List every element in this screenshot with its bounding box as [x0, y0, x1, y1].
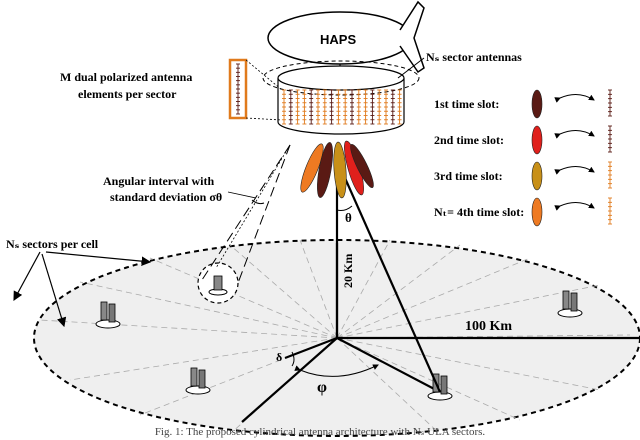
antenna-element [608, 197, 612, 225]
antenna-element [397, 89, 402, 125]
antenna-element [377, 89, 382, 125]
antenna-elements [282, 89, 402, 125]
antenna-element [608, 161, 612, 189]
beam [350, 144, 374, 188]
time-slot-row: 1st time slot: [434, 89, 612, 119]
beam [333, 141, 347, 199]
antenna-element [363, 89, 368, 125]
sectors-arrows [13, 251, 152, 328]
element-column-zoom [228, 58, 283, 121]
time-slot-beam [531, 89, 543, 119]
sector-antennas-pointer [397, 57, 425, 79]
haps-label: HAPS [320, 32, 356, 47]
phi-arc [294, 364, 379, 377]
user-terminal [557, 290, 583, 318]
figure-caption: Fig. 1: The proposed cylindrical antenna… [154, 426, 486, 438]
antenna-element [236, 63, 240, 115]
sectors-per-cell-label: Nₛ sectors per cell [6, 237, 99, 251]
time-slot-beam [531, 197, 543, 227]
time-slot-label: 2nd time slot: [434, 133, 504, 147]
radius-label: 100 Km [465, 319, 512, 334]
time-slot-row: 3rd time slot: [434, 161, 612, 191]
user-terminal [95, 301, 121, 329]
time-slots-legend: 1st time slot: 2nd time slot: 3rd time slo… [434, 89, 612, 227]
angular-label-2: standard deviation σθ [110, 190, 222, 204]
dual-pol-label-2: elements per sector [78, 87, 177, 101]
antenna-element [322, 89, 327, 125]
time-slot-arrow [554, 202, 595, 211]
sector-antennas-label: Nₛ sector antennas [426, 50, 522, 64]
antenna-element [608, 89, 612, 117]
time-slot-beam [531, 125, 543, 155]
time-slot-arrow [554, 166, 595, 175]
dashed-ring [262, 60, 420, 96]
height-label: 20 Km [341, 254, 355, 288]
antenna-element [309, 89, 314, 125]
antenna-element [608, 125, 612, 153]
antenna-element [370, 89, 375, 125]
angular-interval [199, 144, 291, 284]
antenna-element [336, 89, 341, 125]
angular-label-1: Angular interval with [103, 174, 214, 188]
time-slot-beam [531, 161, 543, 191]
time-slot-row: 2nd time slot: [434, 125, 612, 155]
antenna-element [384, 89, 388, 125]
time-slot-row: Nₜ= 4th time slot: [434, 197, 612, 227]
dual-pol-label-1: M dual polarized antenna [60, 70, 192, 84]
phi-label: φ [317, 379, 327, 396]
user-terminal [185, 367, 211, 395]
antenna-element [356, 89, 361, 125]
cylindrical-antenna [262, 60, 420, 135]
haps-airship: HAPS [267, 0, 425, 74]
antenna-element [295, 89, 300, 125]
user-terminal [208, 275, 228, 296]
antenna-element [390, 89, 395, 125]
delta-label: δ [276, 350, 282, 364]
time-slot-arrow [554, 94, 595, 103]
beam [317, 142, 333, 198]
beam [300, 143, 324, 193]
antenna-element [329, 89, 334, 125]
delta-arc [291, 351, 295, 367]
time-slot-arrow [554, 130, 595, 139]
time-slot-label: Nₜ= 4th time slot: [434, 205, 524, 219]
antenna-element [316, 89, 320, 125]
antenna-element [282, 89, 286, 125]
beams [300, 140, 374, 199]
antenna-element [302, 89, 307, 125]
time-slot-label: 3rd time slot: [434, 169, 503, 183]
time-slot-label: 1st time slot: [434, 97, 499, 111]
antenna-element [350, 89, 354, 125]
antenna-element [343, 89, 348, 125]
theta-label: θ [345, 210, 352, 225]
user-terminals [95, 262, 583, 401]
antenna-element [288, 89, 293, 125]
